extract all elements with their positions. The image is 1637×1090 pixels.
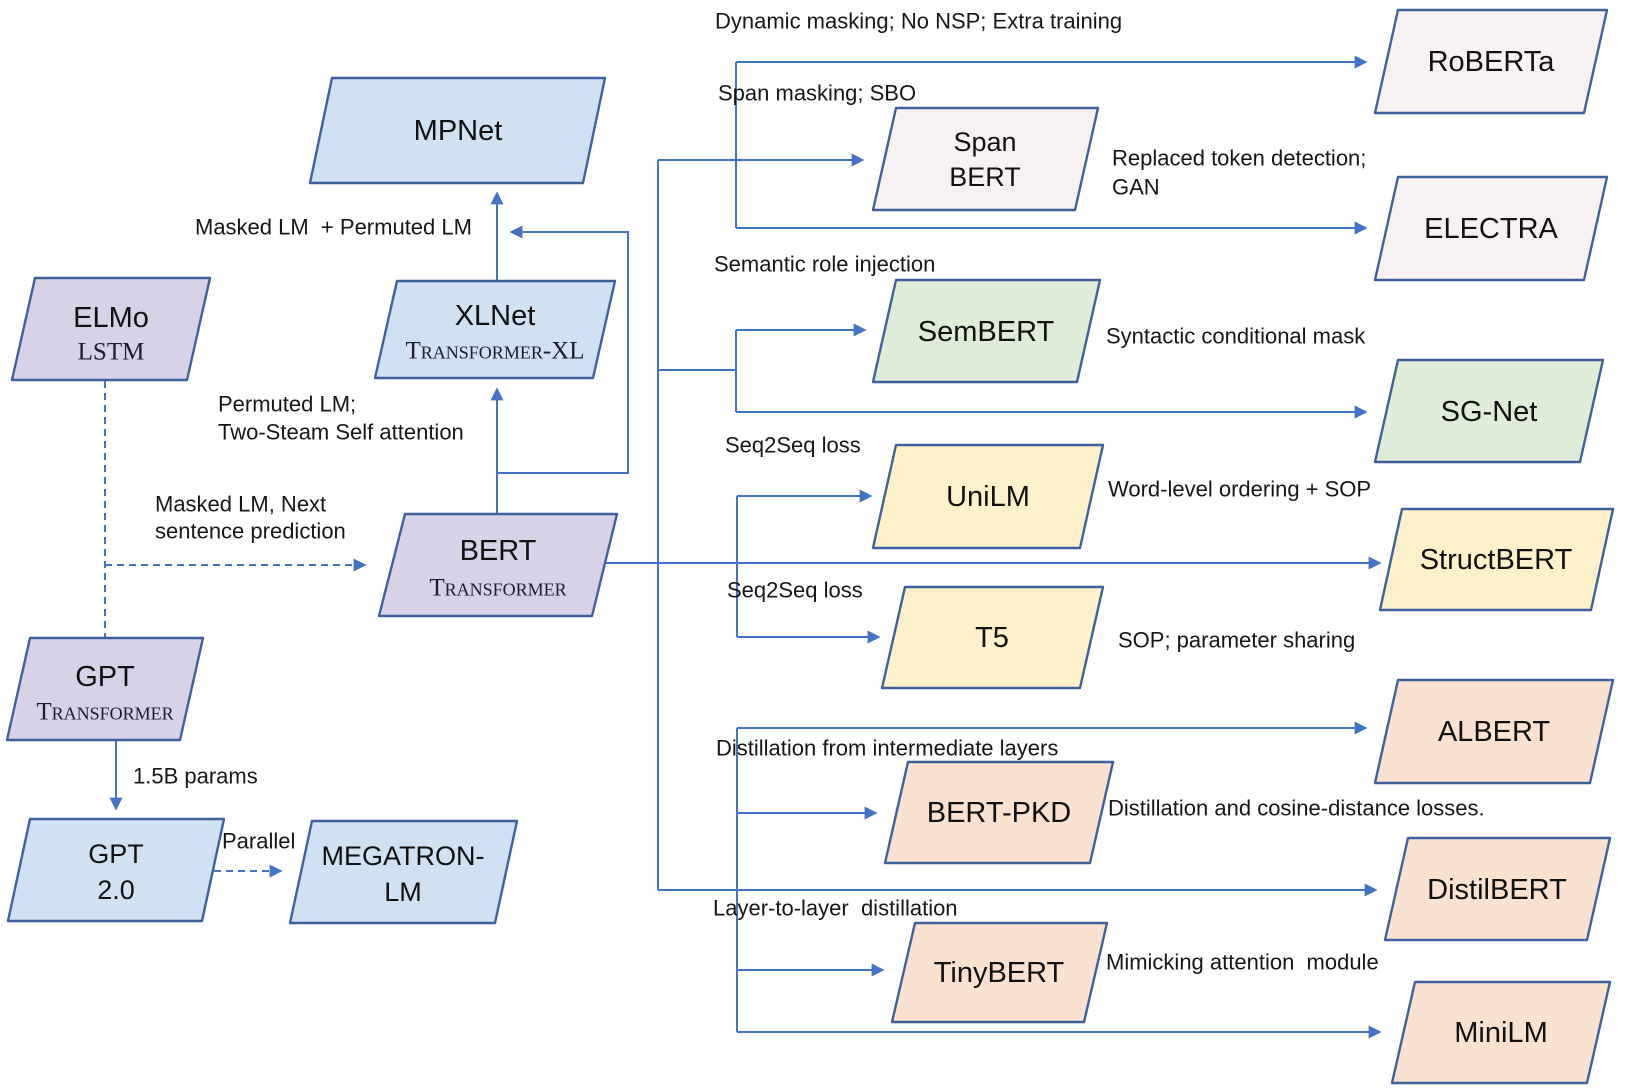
roberta-label: RoBERTa (1428, 46, 1556, 78)
structbert-label: StructBERT (1420, 544, 1573, 576)
edge-labels: Masked LM + Permuted LM Permuted LM; Two… (133, 9, 1485, 975)
edge-label-replaced-token-line1: Replaced token detection; (1112, 146, 1366, 171)
mpnet-label: MPNet (414, 115, 503, 147)
node-albert: ALBERT (1373, 678, 1615, 785)
elmo-label: ELMo (73, 302, 149, 334)
edge-label-semantic-role: Semantic role injection (714, 252, 935, 277)
sembert-label: SemBERT (918, 316, 1055, 348)
roberta-shape (1373, 8, 1609, 115)
xlnet-shape (373, 279, 617, 380)
distilbert-shape (1383, 836, 1612, 942)
bertpkd-label: BERT-PKD (927, 797, 1072, 829)
gpt-label: GPT (75, 661, 135, 693)
xlnet-subtitle: Transformer-XL (406, 338, 585, 365)
edge-label-15b-params: 1.5B params (133, 764, 258, 789)
edge-label-masked-next-line2: sentence prediction (155, 519, 346, 544)
node-tinybert: TinyBERT (890, 921, 1109, 1024)
edge-label-word-level: Word-level ordering + SOP (1108, 477, 1371, 502)
sembert-shape (871, 278, 1102, 384)
node-elmo: ELMo LSTM (10, 276, 212, 382)
minilm-label: MiniLM (1454, 1017, 1547, 1049)
node-distilbert: DistilBERT (1383, 836, 1612, 942)
node-bert: BERT Transformer (377, 512, 619, 618)
unilm-shape (871, 443, 1105, 550)
t5-label: T5 (975, 622, 1009, 654)
node-sembert: SemBERT (871, 278, 1102, 384)
edge-label-masked-next-line1: Masked LM, Next (155, 492, 326, 517)
elmo-shape (10, 276, 212, 382)
node-xlnet: XLNet Transformer-XL (373, 279, 617, 380)
edge-label-permuted-lm-line1: Permuted LM; (218, 392, 356, 417)
edge-label-syntactic-mask: Syntactic conditional mask (1106, 324, 1366, 349)
edge-label-seq2seq-t5: Seq2Seq loss (727, 578, 863, 603)
megatron-label-line1: MEGATRON- (322, 841, 485, 871)
elmo-subtitle: LSTM (78, 339, 145, 366)
node-t5: T5 (880, 585, 1105, 690)
electra-shape (1373, 175, 1609, 282)
edge-label-dynamic-masking: Dynamic masking; No NSP; Extra training (715, 9, 1122, 34)
bert-subtitle: Transformer (429, 575, 566, 602)
connector-bert-feedback-to-mpnet (497, 225, 629, 474)
node-unilm: UniLM (871, 443, 1105, 550)
t5-shape (880, 585, 1105, 690)
node-structbert: StructBERT (1378, 507, 1615, 612)
node-megatron: MEGATRON- LM (288, 819, 519, 925)
gpt-shape (5, 636, 205, 742)
structbert-shape (1378, 507, 1615, 612)
node-mpnet: MPNet (308, 76, 607, 185)
node-bertpkd: BERT-PKD (883, 760, 1115, 865)
edge-label-seq2seq-unilm: Seq2Seq loss (725, 433, 861, 458)
albert-shape (1373, 678, 1615, 785)
edge-label-sop-sharing: SOP; parameter sharing (1118, 628, 1355, 653)
albert-label: ALBERT (1438, 716, 1551, 748)
bertpkd-shape (883, 760, 1115, 865)
edge-label-replaced-token-line2: GAN (1112, 175, 1160, 200)
edge-label-distill-cosine: Distillation and cosine-distance losses. (1108, 796, 1485, 821)
gpt-subtitle: Transformer (36, 699, 173, 726)
edge-label-layer-to-layer: Layer-to-layer distillation (713, 896, 958, 921)
node-electra: ELECTRA (1373, 175, 1609, 282)
sgnet-label: SG-Net (1441, 396, 1538, 428)
xlnet-label: XLNet (455, 300, 536, 332)
node-minilm: MiniLM (1390, 980, 1612, 1085)
mpnet-shape (308, 76, 607, 185)
edge-label-distill-intermediate: Distillation from intermediate layers (716, 736, 1058, 761)
node-sgnet: SG-Net (1373, 358, 1605, 464)
edge-label-mimicking: Mimicking attention module (1106, 950, 1379, 975)
node-gpt: GPT Transformer (5, 636, 205, 742)
spanbert-label-line1: Span (953, 127, 1016, 157)
bert-label: BERT (460, 535, 537, 567)
spanbert-shape (871, 106, 1100, 212)
spanbert-label-line2: BERT (949, 162, 1021, 192)
megatron-label-line2: LM (384, 877, 422, 907)
gpt2-label-line2: 2.0 (97, 875, 135, 905)
minilm-shape (1390, 980, 1612, 1085)
tinybert-label: TinyBERT (934, 957, 1065, 989)
bert-shape (377, 512, 619, 618)
edge-label-permuted-lm-line2: Two-Steam Self attention (218, 420, 464, 445)
nodes: ELMo LSTM GPT Transformer GPT 2.0 MEGATR… (5, 8, 1615, 1085)
megatron-shape (288, 819, 519, 925)
sgnet-shape (1373, 358, 1605, 464)
node-spanbert: Span BERT (871, 106, 1100, 212)
edge-label-masked-permuted: Masked LM + Permuted LM (195, 215, 472, 240)
electra-label: ELECTRA (1424, 213, 1558, 245)
gpt2-shape (6, 817, 226, 923)
tinybert-shape (890, 921, 1109, 1024)
edge-label-span-masking: Span masking; SBO (718, 81, 916, 106)
distilbert-label: DistilBERT (1427, 874, 1567, 906)
node-roberta: RoBERTa (1373, 8, 1609, 115)
unilm-label: UniLM (946, 481, 1030, 513)
gpt2-label-line1: GPT (88, 839, 144, 869)
connectors (104, 55, 1382, 1039)
edge-label-parallel: Parallel (222, 829, 295, 854)
node-gpt2: GPT 2.0 (6, 817, 226, 923)
